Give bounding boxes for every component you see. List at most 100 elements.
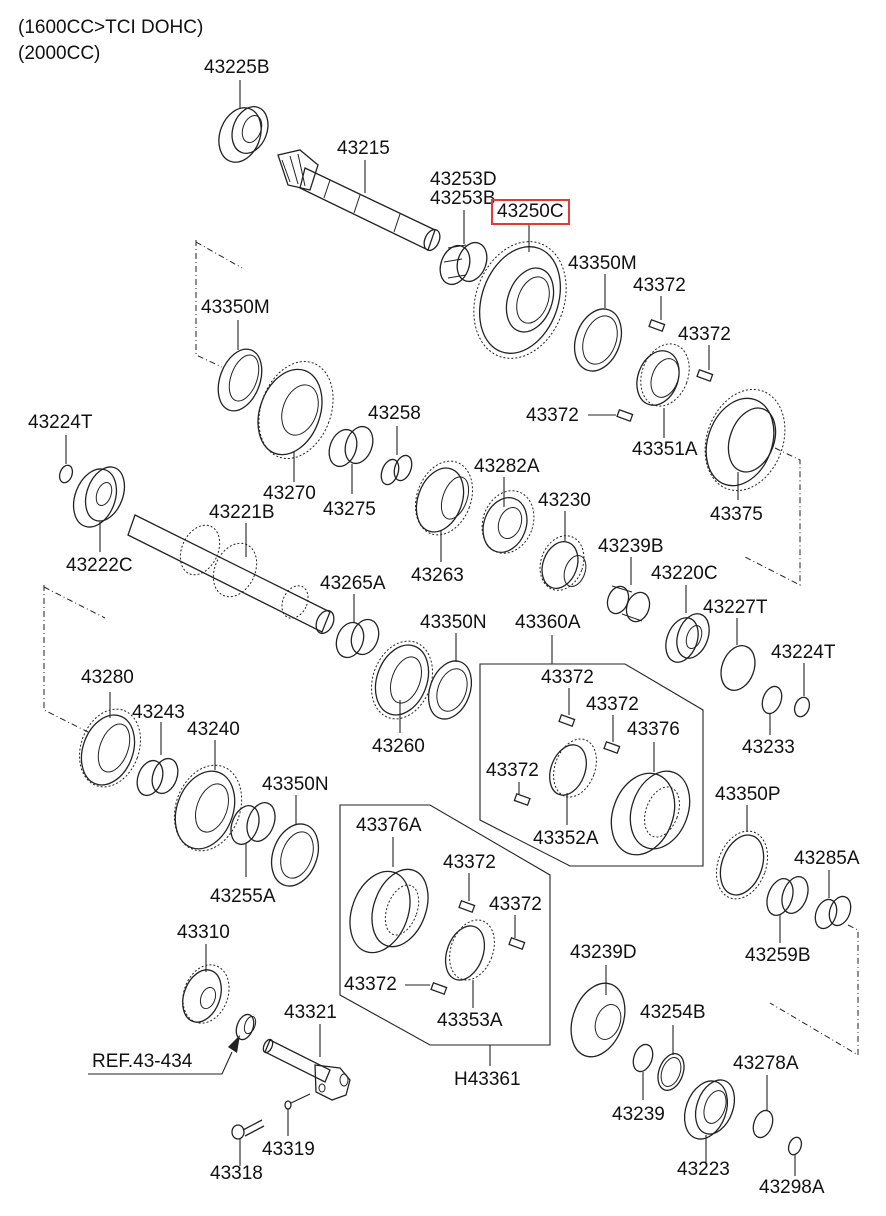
label-43255a[interactable]: 43255A bbox=[210, 886, 276, 907]
synchro-ring-43350m-top[interactable] bbox=[566, 302, 629, 377]
label-43372-c[interactable]: 43372 bbox=[526, 405, 579, 426]
label-43360a[interactable]: 43360A bbox=[515, 612, 581, 633]
ref-link-43-434[interactable]: REF.43-434 bbox=[92, 1051, 193, 1072]
label-43222c[interactable]: 43222C bbox=[66, 555, 133, 576]
key-43372-h[interactable] bbox=[508, 936, 526, 950]
hub-43352a[interactable] bbox=[543, 733, 604, 803]
key-43372-f[interactable] bbox=[513, 793, 531, 807]
label-43372-d[interactable]: 43372 bbox=[541, 667, 594, 688]
idler-gear-43310[interactable] bbox=[175, 958, 237, 1029]
bushing-43259b[interactable] bbox=[762, 873, 813, 919]
snap-ring-43278a[interactable] bbox=[750, 1108, 776, 1140]
label-43225b[interactable]: 43225B bbox=[204, 57, 270, 78]
label-43350m-left[interactable]: 43350M bbox=[201, 297, 270, 318]
synchro-ring-43350n-top[interactable] bbox=[421, 655, 479, 725]
label-43350p[interactable]: 43350P bbox=[715, 784, 781, 805]
label-43215[interactable]: 43215 bbox=[337, 138, 390, 159]
synchro-ring-43350n-bottom[interactable] bbox=[263, 817, 326, 892]
label-43263[interactable]: 43263 bbox=[411, 565, 464, 586]
label-43319[interactable]: 43319 bbox=[262, 1139, 315, 1160]
snap-ring-43239[interactable] bbox=[630, 1042, 656, 1074]
needle-bearing-43255a[interactable] bbox=[226, 799, 280, 848]
label-43259b[interactable]: 43259B bbox=[745, 945, 811, 966]
label-43243[interactable]: 43243 bbox=[132, 702, 185, 723]
synchro-ring-43350m-left[interactable] bbox=[210, 343, 269, 417]
label-43258[interactable]: 43258 bbox=[368, 403, 421, 424]
snap-ring-43233[interactable] bbox=[759, 684, 785, 716]
needle-bearing-43285a[interactable] bbox=[811, 893, 854, 931]
label-43375[interactable]: 43375 bbox=[710, 504, 763, 525]
label-43220c[interactable]: 43220C bbox=[651, 563, 718, 584]
sleeve-43375[interactable] bbox=[692, 378, 799, 502]
output-shaft-43221b[interactable] bbox=[127, 514, 337, 636]
needle-bearing-43265a[interactable] bbox=[332, 616, 384, 662]
label-43372-g[interactable]: 43372 bbox=[443, 852, 496, 873]
label-43240[interactable]: 43240 bbox=[187, 719, 240, 740]
needle-bearing-43253[interactable] bbox=[435, 238, 492, 288]
label-43250c-highlighted[interactable]: 43250C bbox=[491, 199, 570, 225]
label-43221b[interactable]: 43221B bbox=[209, 502, 275, 523]
gear-43230[interactable] bbox=[533, 530, 592, 597]
label-43265a[interactable]: 43265A bbox=[320, 573, 386, 594]
label-43352a[interactable]: 43352A bbox=[533, 828, 599, 849]
input-shaft-43215[interactable] bbox=[277, 149, 443, 253]
sleeve-43376a[interactable] bbox=[339, 862, 438, 962]
synchro-ring-43350p[interactable] bbox=[707, 824, 776, 906]
gear-43240[interactable] bbox=[163, 756, 253, 861]
plate-43239d[interactable] bbox=[562, 976, 635, 1065]
label-43376[interactable]: 43376 bbox=[627, 719, 680, 740]
bolt-43318[interactable] bbox=[231, 1119, 265, 1140]
key-43372-d[interactable] bbox=[558, 713, 576, 727]
needle-bearing-43275[interactable] bbox=[324, 423, 377, 471]
bearing-43225b[interactable] bbox=[212, 102, 275, 169]
label-43321[interactable]: 43321 bbox=[284, 1002, 337, 1023]
snap-ring-43224t-left[interactable] bbox=[57, 463, 74, 484]
label-43372-h[interactable]: 43372 bbox=[489, 894, 542, 915]
label-43270[interactable]: 43270 bbox=[263, 483, 316, 504]
label-43223[interactable]: 43223 bbox=[677, 1159, 730, 1180]
label-43224t-right[interactable]: 43224T bbox=[771, 642, 836, 663]
label-43350n-bottom[interactable]: 43350N bbox=[262, 774, 329, 795]
hub-43351a[interactable] bbox=[630, 337, 698, 413]
gear-43270[interactable] bbox=[246, 351, 346, 469]
label-43350m-top[interactable]: 43350M bbox=[568, 253, 637, 274]
label-43254b[interactable]: 43254B bbox=[640, 1002, 706, 1023]
hub-43353a[interactable] bbox=[439, 914, 503, 987]
snap-ring-43298a[interactable] bbox=[786, 1135, 803, 1156]
gear-43260[interactable] bbox=[361, 632, 443, 727]
key-43372-i[interactable] bbox=[430, 981, 448, 995]
key-43372-g[interactable] bbox=[458, 899, 476, 913]
label-43275[interactable]: 43275 bbox=[323, 499, 376, 520]
gear-43282a[interactable] bbox=[474, 483, 543, 560]
key-43372-e[interactable] bbox=[603, 740, 621, 754]
label-43278a[interactable]: 43278A bbox=[733, 1053, 799, 1074]
bushing-43258[interactable] bbox=[378, 453, 415, 487]
idler-shaft-43321[interactable] bbox=[261, 1038, 351, 1101]
label-43372-a[interactable]: 43372 bbox=[633, 275, 686, 296]
label-43376a[interactable]: 43376A bbox=[356, 815, 422, 836]
label-43253b[interactable]: 43253B bbox=[430, 188, 496, 209]
label-h43361[interactable]: H43361 bbox=[454, 1069, 521, 1090]
gear-43280[interactable] bbox=[69, 700, 151, 795]
bearing-43223[interactable] bbox=[677, 1075, 742, 1145]
bearing-43220c[interactable] bbox=[660, 609, 715, 666]
o-ring-43319[interactable] bbox=[284, 1100, 292, 1110]
label-43372-i[interactable]: 43372 bbox=[344, 974, 397, 995]
label-43260[interactable]: 43260 bbox=[372, 736, 425, 757]
washer-43254b[interactable] bbox=[653, 1050, 689, 1094]
label-43310[interactable]: 43310 bbox=[177, 922, 230, 943]
key-43372-c[interactable] bbox=[616, 408, 634, 422]
label-43224t-left[interactable]: 43224T bbox=[28, 412, 93, 433]
ring-43227t[interactable] bbox=[715, 641, 761, 695]
label-43280[interactable]: 43280 bbox=[81, 667, 134, 688]
label-43230[interactable]: 43230 bbox=[538, 490, 591, 511]
label-43372-b[interactable]: 43372 bbox=[678, 324, 731, 345]
label-43233[interactable]: 43233 bbox=[742, 737, 795, 758]
gear-43250c[interactable] bbox=[458, 229, 582, 372]
label-43239b[interactable]: 43239B bbox=[598, 536, 664, 557]
label-43227t[interactable]: 43227T bbox=[703, 597, 768, 618]
label-43253d[interactable]: 43253D bbox=[430, 169, 497, 190]
label-43318[interactable]: 43318 bbox=[210, 1163, 263, 1184]
label-43239[interactable]: 43239 bbox=[612, 1104, 665, 1125]
sleeve-43376[interactable] bbox=[600, 763, 700, 864]
